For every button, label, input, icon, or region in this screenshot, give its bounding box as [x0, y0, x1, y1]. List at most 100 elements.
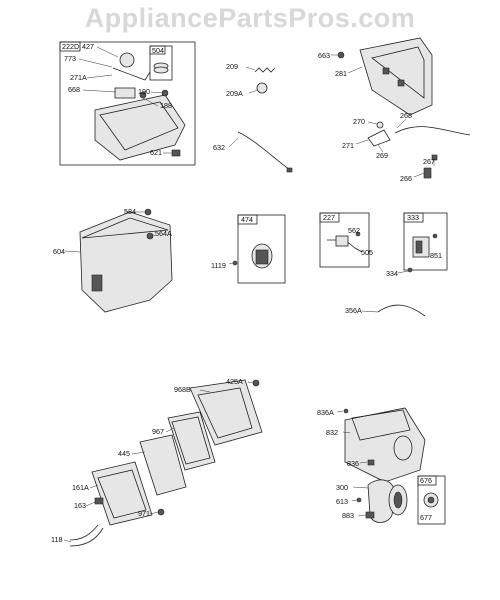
clip-part [423, 167, 432, 179]
slot-part [397, 79, 405, 87]
group-springs-linkage: 209 209A 632 [213, 62, 293, 173]
group-tag-box-504 [149, 45, 166, 55]
knob-part [157, 508, 165, 516]
lever-part [112, 67, 151, 81]
spring-part [254, 67, 276, 73]
clip-part [94, 497, 104, 505]
callout-604: 604 [53, 247, 65, 256]
callout-209a: 209A [226, 89, 243, 98]
callout-271: 271 [342, 141, 354, 150]
throttle-cable-part [394, 126, 471, 136]
callout-270: 270 [353, 117, 365, 126]
group-label-474: 474 [241, 215, 253, 224]
callout-266: 266 [400, 174, 412, 183]
group-tag-box-676 [417, 475, 437, 486]
blower-housing-part [81, 217, 169, 239]
clip-part [431, 154, 438, 161]
callout-188: 188 [160, 101, 172, 110]
spring-part [256, 82, 268, 94]
group-muffler: 300 613 883 676 677 [336, 475, 446, 525]
callout-668: 668 [68, 85, 80, 94]
callout-334: 334 [386, 269, 398, 278]
callout-883: 883 [342, 511, 354, 520]
air-cleaner-cover-part [97, 469, 147, 519]
callout-773: 773 [64, 54, 76, 63]
muffler-part [367, 479, 396, 523]
callout-663: 663 [318, 51, 330, 60]
callout-1119: 1119 [211, 261, 226, 270]
callout-971: 971 [138, 509, 150, 518]
callout-425a: 425A [226, 377, 243, 386]
air-cleaner-base-part [189, 379, 263, 446]
breather-tube-part [69, 524, 99, 541]
pre-filter-part [139, 434, 187, 496]
group-blower-housing: 584 564A 604 [53, 207, 173, 313]
callout-281: 281 [335, 69, 347, 78]
group-box-333 [403, 212, 448, 271]
group-box-227 [319, 212, 370, 268]
callout-267: 267 [423, 157, 435, 166]
group-control-panel: 663 281 270 268 271 269 267 266 [318, 37, 471, 183]
callout-967: 967 [152, 427, 164, 436]
brake-part [335, 235, 349, 247]
group-fuel-tank: 836A 832 836 [317, 407, 426, 483]
fuel-tank-part [344, 407, 426, 483]
fuel-tank-opening-part [393, 435, 413, 461]
group-label-676: 676 [420, 476, 432, 485]
callout-836a: 836A [317, 408, 334, 417]
callout-163: 163 [74, 501, 86, 510]
linkage-rod-part [237, 131, 291, 171]
group-ground-wire: 356A [345, 304, 426, 317]
slot-part [382, 67, 390, 75]
callout-562: 562 [348, 226, 360, 235]
group-label-333: 333 [407, 213, 419, 222]
screw-part [146, 232, 154, 240]
callout-356a: 356A [345, 306, 362, 315]
callout-677: 677 [420, 513, 432, 522]
air-cleaner-cover-part [91, 461, 153, 526]
callout-584: 584 [124, 207, 136, 216]
armature-part [415, 240, 423, 254]
air-filter-part [167, 411, 216, 471]
callout-621: 621 [150, 148, 162, 157]
screw-part [232, 260, 238, 266]
air-filter-part [171, 416, 211, 465]
group-tag-box-227 [319, 212, 340, 223]
callout-613: 613 [336, 497, 348, 506]
gasket-part [365, 511, 375, 519]
callout-190: 190 [138, 87, 150, 96]
control-panel-part [371, 46, 425, 99]
callout-564a: 564A [155, 229, 172, 238]
group-tag-box-474 [237, 214, 258, 225]
control-bracket-part [99, 101, 179, 151]
fuel-tank-part [351, 409, 411, 441]
callout-505: 505 [361, 248, 373, 257]
ground-wire-part [377, 304, 426, 317]
spring-part [153, 66, 169, 74]
callout-271a: 271A [70, 73, 87, 82]
callout-632: 632 [213, 143, 225, 152]
clip-part [367, 459, 375, 466]
callout-268: 268 [400, 111, 412, 120]
screw-part [407, 267, 413, 273]
screw-part [356, 497, 362, 503]
lever-part [114, 87, 136, 99]
callout-836: 836 [347, 459, 359, 468]
callout-300: 300 [336, 483, 348, 492]
group-label-227: 227 [323, 213, 335, 222]
group-box-474 [237, 214, 286, 284]
ignition-coil-part [255, 249, 269, 265]
group-air-filter: 968B 425A 967 445 161A 163 971 118 [51, 377, 263, 547]
callout-269: 269 [376, 151, 388, 160]
group-474: 474 1119 [211, 214, 286, 284]
callout-445: 445 [118, 449, 130, 458]
callout-118: 118 [51, 535, 62, 544]
air-cleaner-base-part [197, 387, 253, 439]
clip-part [171, 149, 181, 157]
group-box-222d [59, 41, 196, 166]
gear-part [119, 52, 135, 68]
lever-part [376, 121, 384, 129]
callout-832: 832 [326, 428, 338, 437]
group-222d: 222D 504 427 773 271A 668 190 188 621 [59, 41, 196, 166]
